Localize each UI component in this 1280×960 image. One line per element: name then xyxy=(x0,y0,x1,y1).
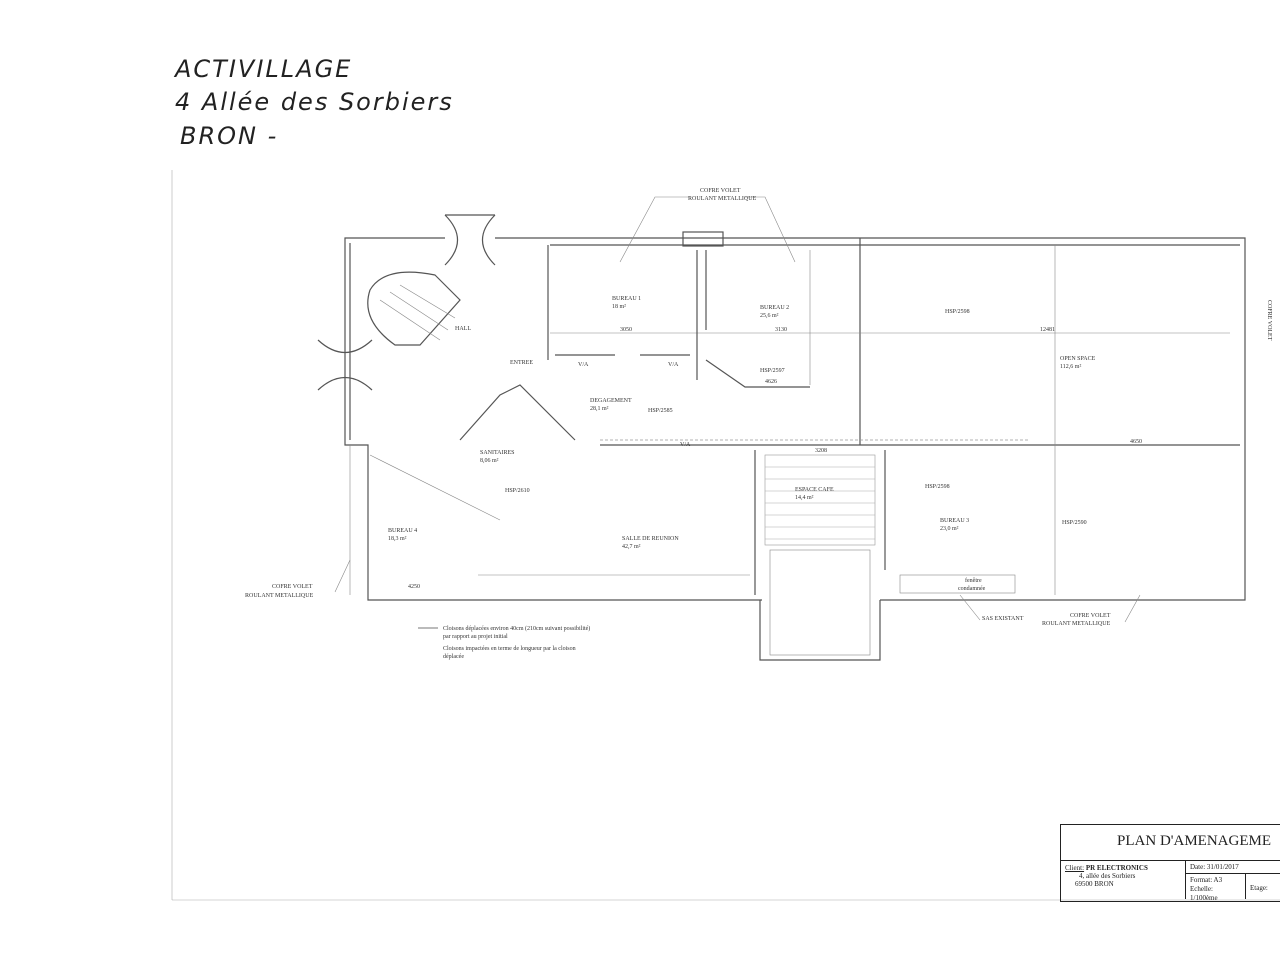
cofre-label: COFRE VOLET xyxy=(272,584,313,590)
client-name: PR ELECTRONICS xyxy=(1085,864,1148,872)
room-area: 23,0 m² xyxy=(940,526,959,532)
dimension: 3208 xyxy=(815,448,827,454)
cofre-label: ROULANT METALLIQUE xyxy=(688,196,757,202)
room-label: HSP/2598 xyxy=(925,484,950,490)
room-label: ESPACE CAFE xyxy=(795,487,834,493)
room-label: BUREAU 2 xyxy=(760,305,789,311)
room-label: HSP/2590 xyxy=(1062,520,1087,526)
cofre-label: COFRE VOLET xyxy=(1070,613,1111,619)
client-city: 69500 BRON xyxy=(1075,880,1114,888)
cofre-label: COFRE VOLET xyxy=(1266,300,1272,341)
dimension: 4650 xyxy=(1130,439,1142,445)
staircase xyxy=(367,271,461,346)
cofre-leader xyxy=(334,559,1141,623)
entrance-door-icon xyxy=(444,214,496,266)
handwritten-title: ACTIVILLAGE xyxy=(175,55,353,83)
client-label: Client: xyxy=(1065,864,1085,872)
room-label: HSP/2598 xyxy=(945,309,970,315)
scale: Echelle: 1/100ème xyxy=(1190,885,1218,902)
room-area: 18 m² xyxy=(612,304,626,310)
room-label: HSP/2585 xyxy=(648,408,673,414)
room-area: 28,1 m² xyxy=(590,406,609,412)
date: Date: 31/01/2017 xyxy=(1186,861,1280,874)
title-block: PLAN D'AMENAGEME Client: PR ELECTRONICS … xyxy=(1060,824,1280,902)
fenetre-label: condamnée xyxy=(958,586,986,592)
client-address: 4, allée des Sorbiers xyxy=(1079,872,1136,880)
legend-text: Cloisons déplacées environ 40cm (210cm s… xyxy=(443,625,590,632)
via-label: V/A xyxy=(578,362,589,368)
dimension: 3050 xyxy=(620,327,632,333)
room-area: 25,6 m² xyxy=(760,313,779,319)
legend-text: Cloisons impactées en terme de longueur … xyxy=(443,646,576,652)
room-area: 42,7 m² xyxy=(622,544,641,550)
legend-text: par rapport au projet initial xyxy=(443,634,508,640)
format: Format: A3 xyxy=(1190,876,1223,884)
handwritten-address: 4 Allée des Sorbiers xyxy=(175,88,454,116)
plan-title: PLAN D'AMENAGEME xyxy=(1061,825,1280,861)
room-label: HALL xyxy=(455,326,471,332)
room-label: BUREAU 4 xyxy=(388,528,417,534)
room-area: 18,3 m² xyxy=(388,536,407,542)
dimension: 4626 xyxy=(765,379,777,385)
cafe-brick-pattern xyxy=(764,454,876,546)
via-label: V/A xyxy=(668,362,679,368)
via-label: V/A xyxy=(680,442,691,448)
room-label: ENTREE xyxy=(510,360,533,366)
client-info: Client: PR ELECTRONICS 4, allée des Sorb… xyxy=(1061,861,1186,899)
room-label: HSP/2597 xyxy=(760,368,785,374)
room-label: BUREAU 3 xyxy=(940,518,969,524)
walls xyxy=(344,231,1246,661)
handwritten-city: BRON - xyxy=(180,122,279,150)
dimension: 3130 xyxy=(775,327,787,333)
floor: Etage: xyxy=(1250,884,1268,892)
sas-label: SAS EXISTANT xyxy=(982,616,1024,622)
dimension: 4250 xyxy=(408,584,420,590)
dimension: 12481 xyxy=(1040,327,1055,333)
cofre-label: ROULANT METALLIQUE xyxy=(1042,621,1111,627)
cofre-label: COFRE VOLET xyxy=(700,188,741,194)
room-area: 112,6 m² xyxy=(1060,364,1081,370)
room-area: 8,06 m² xyxy=(480,458,499,464)
cofre-leader xyxy=(619,196,796,263)
cofre-label: ROULANT METALLIQUE xyxy=(245,593,314,599)
room-label: OPEN SPACE xyxy=(1060,356,1096,362)
room-label: SALLE DE REUNION xyxy=(622,536,679,542)
side-door-icon xyxy=(317,339,373,391)
room-label: SANITAIRES xyxy=(480,450,515,456)
room-label: DEGAGEMENT xyxy=(590,398,632,404)
fenetre-label: fenêtre xyxy=(965,577,982,584)
room-label: HSP/2610 xyxy=(505,488,530,494)
room-label: BUREAU 1 xyxy=(612,296,641,302)
room-area: 14,4 m² xyxy=(795,495,814,501)
legend-text: déplacée xyxy=(443,654,464,660)
